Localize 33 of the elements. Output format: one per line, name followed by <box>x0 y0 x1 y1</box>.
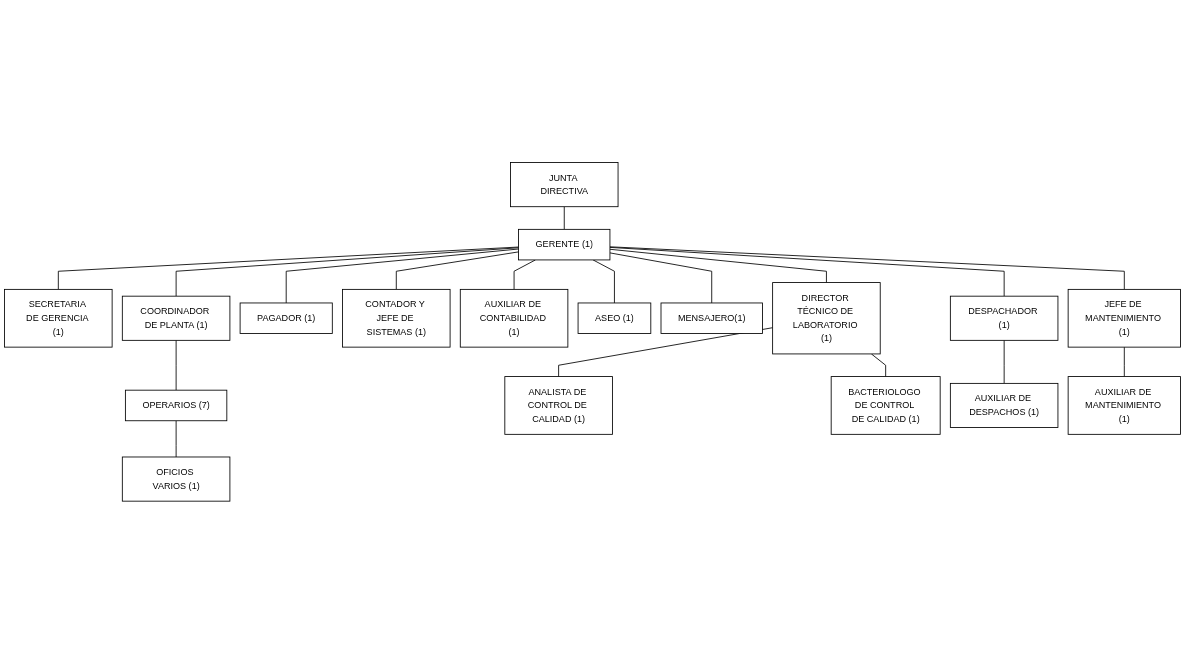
node-box: COORDINADOR DE PLANTA (1) <box>121 295 231 341</box>
connector <box>609 246 1005 297</box>
connector <box>57 246 519 290</box>
connector <box>558 326 774 377</box>
node-box: AUXILIAR DE MANTENIMIENTO (1) <box>1067 375 1181 435</box>
connector <box>1123 346 1125 377</box>
node-box: SECRETARIA DE GERENCIA (1) <box>4 288 113 348</box>
node-box: JUNTA DIRECTIVA <box>510 161 619 207</box>
connector <box>175 419 177 458</box>
connector <box>175 247 519 297</box>
node-box: PAGADOR (1) <box>239 302 333 334</box>
node-box: GERENTE (1) <box>518 228 611 260</box>
node-box: OFICIOS VARIOS (1) <box>121 456 231 502</box>
node-box: MENSAJERO(1) <box>660 302 763 334</box>
node-box: BACTERIOLOGO DE CONTROL DE CALIDAD (1) <box>830 375 941 435</box>
node-box: AUXILIAR DE DESPACHOS (1) <box>949 382 1059 428</box>
node-box: ASEO (1) <box>577 302 652 334</box>
connector <box>395 251 519 290</box>
connector <box>609 246 1125 290</box>
node-box: JEFE DE MANTENIMIENTO (1) <box>1067 288 1181 348</box>
connector <box>563 205 565 230</box>
node-box: DIRECTOR TÉCNICO DE LABORATORIO (1) <box>772 281 881 354</box>
connector <box>609 252 713 304</box>
connector <box>175 339 177 391</box>
node-box: OPERARIOS (7) <box>124 389 228 421</box>
connector <box>285 248 519 304</box>
connector <box>1003 339 1005 384</box>
connector <box>870 353 887 377</box>
node-box: ANALISTA DE CONTROL DE CALIDAD (1) <box>504 375 613 435</box>
connector <box>609 248 827 283</box>
node-box: CONTADOR Y JEFE DE SISTEMAS (1) <box>342 288 451 348</box>
node-box: AUXILIAR DE CONTABILIDAD (1) <box>459 288 569 348</box>
node-box: DESPACHADOR (1) <box>949 295 1059 341</box>
